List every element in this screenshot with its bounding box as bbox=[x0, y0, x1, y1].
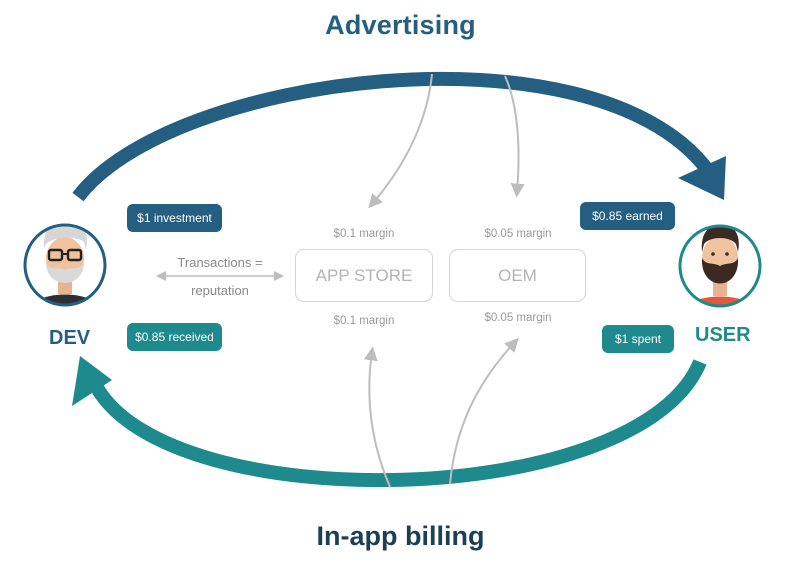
user-label: USER bbox=[695, 324, 751, 346]
advertising-title: Advertising bbox=[325, 10, 476, 40]
app-store-bottom-margin: $0.1 margin bbox=[333, 315, 395, 327]
billing-to-appstore-arrow bbox=[363, 346, 391, 488]
app-store-top-margin: $0.1 margin bbox=[333, 228, 395, 240]
billing-arrowhead bbox=[72, 356, 112, 406]
dev-label: DEV bbox=[49, 327, 91, 349]
user-avatar-icon bbox=[678, 224, 762, 308]
billing-to-oem-arrow bbox=[449, 337, 519, 485]
dev-avatar-icon bbox=[23, 223, 107, 307]
oem-top-margin: $0.05 margin bbox=[484, 228, 552, 240]
spent-badge: $1 spent bbox=[602, 325, 674, 353]
advertising-arrowhead bbox=[678, 156, 726, 200]
advertising-arc bbox=[72, 71, 712, 202]
transactions-label: Transactions = bbox=[177, 255, 263, 270]
investment-badge: $1 investment bbox=[127, 204, 222, 232]
billing-arc bbox=[89, 359, 707, 488]
oem-bottom-margin: $0.05 margin bbox=[484, 312, 552, 324]
received-badge: $0.85 received bbox=[127, 323, 222, 351]
oem-box: OEM bbox=[449, 249, 586, 302]
in-app-billing-title: In-app billing bbox=[316, 521, 485, 551]
app-store-label: APP STORE bbox=[315, 265, 413, 285]
earned-badge: $0.85 earned bbox=[580, 202, 675, 230]
ad-to-appstore-arrow bbox=[368, 73, 433, 209]
app-store-box: APP STORE bbox=[295, 249, 433, 302]
oem-label: OEM bbox=[498, 265, 537, 285]
transactions-arrow-right-icon bbox=[274, 271, 284, 281]
reputation-label: reputation bbox=[191, 283, 249, 298]
transactions-arrow-left-icon bbox=[156, 271, 166, 281]
ad-to-oem-arrow bbox=[504, 75, 525, 198]
